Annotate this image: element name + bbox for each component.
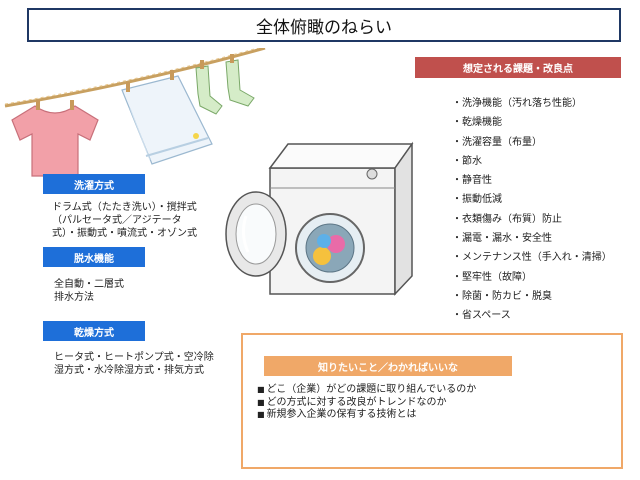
want-to-know-item: どの方式に対する改良がトレンドなのか [257, 397, 476, 410]
issue-item: メンテナンス性（手入れ・清掃） [452, 248, 612, 267]
issue-item: 省スペース [452, 306, 612, 325]
issue-item: 振動低減 [452, 190, 612, 209]
t-shirt-icon [11, 100, 99, 177]
want-to-know-item: どこ（企業）がどの課題に取り組んでいるのか [257, 384, 477, 397]
issue-item: 洗浄機能（汚れ落ち性能） [452, 94, 612, 113]
issue-item: 静音性 [452, 171, 612, 190]
spin-function-text: 全自動・二層式 排水方法 [54, 279, 124, 303]
drying-method-header-label: 乾燥方式 [74, 327, 114, 339]
washing-method-header: 洗濯方式 [43, 174, 145, 194]
washing-method-text: ドラム式（たたき洗い）・撹拌式 （パルセータ式／アジテータ 式）・振動式・噴流式… [52, 202, 197, 239]
washing-machine-icon [225, 141, 414, 296]
laundry-illustration [4, 48, 414, 296]
issue-item: 衣類傷み（布質）防止 [452, 210, 612, 229]
drying-method-text: ヒータ式・ヒートポンプ式・空冷除 湿方式・水冷除湿方式・排気方式 [54, 352, 214, 376]
want-to-know-item: 新規参入企業の保有する技術とは [257, 409, 476, 422]
drying-method-header: 乾燥方式 [43, 321, 145, 341]
washing-method-header-label: 洗濯方式 [74, 180, 114, 192]
issue-item: 堅牢性（故障） [452, 268, 612, 287]
want-to-know-header-label: 知りたいこと／わかればいいな [318, 362, 458, 374]
issues-header-label: 想定される課題・改良点 [463, 64, 573, 75]
issue-item: 洗濯容量（布量） [452, 133, 612, 152]
towel-icon [121, 70, 213, 165]
spin-function-header: 脱水機能 [43, 247, 145, 267]
issue-item: 節水 [452, 152, 612, 171]
title-box: 全体俯瞰のねらい [27, 8, 621, 42]
socks-icon [195, 54, 255, 115]
spin-function-header-label: 脱水機能 [74, 253, 114, 265]
issue-item: 漏電・漏水・安全性 [452, 229, 612, 248]
issue-item: 乾燥機能 [452, 113, 612, 132]
issues-list: 洗浄機能（汚れ落ち性能） 乾燥機能 洗濯容量（布量） 節水 静音性 振動低減 衣… [452, 94, 612, 326]
want-to-know-list: どこ（企業）がどの課題に取り組んでいるのか どの方式に対する改良がトレンドなのか… [257, 384, 477, 422]
issues-header: 想定される課題・改良点 [415, 57, 621, 78]
want-to-know-header: 知りたいこと／わかればいいな [264, 356, 512, 376]
page-title: 全体俯瞰のねらい [256, 17, 392, 38]
issue-item: 除菌・防カビ・脱臭 [452, 287, 612, 306]
